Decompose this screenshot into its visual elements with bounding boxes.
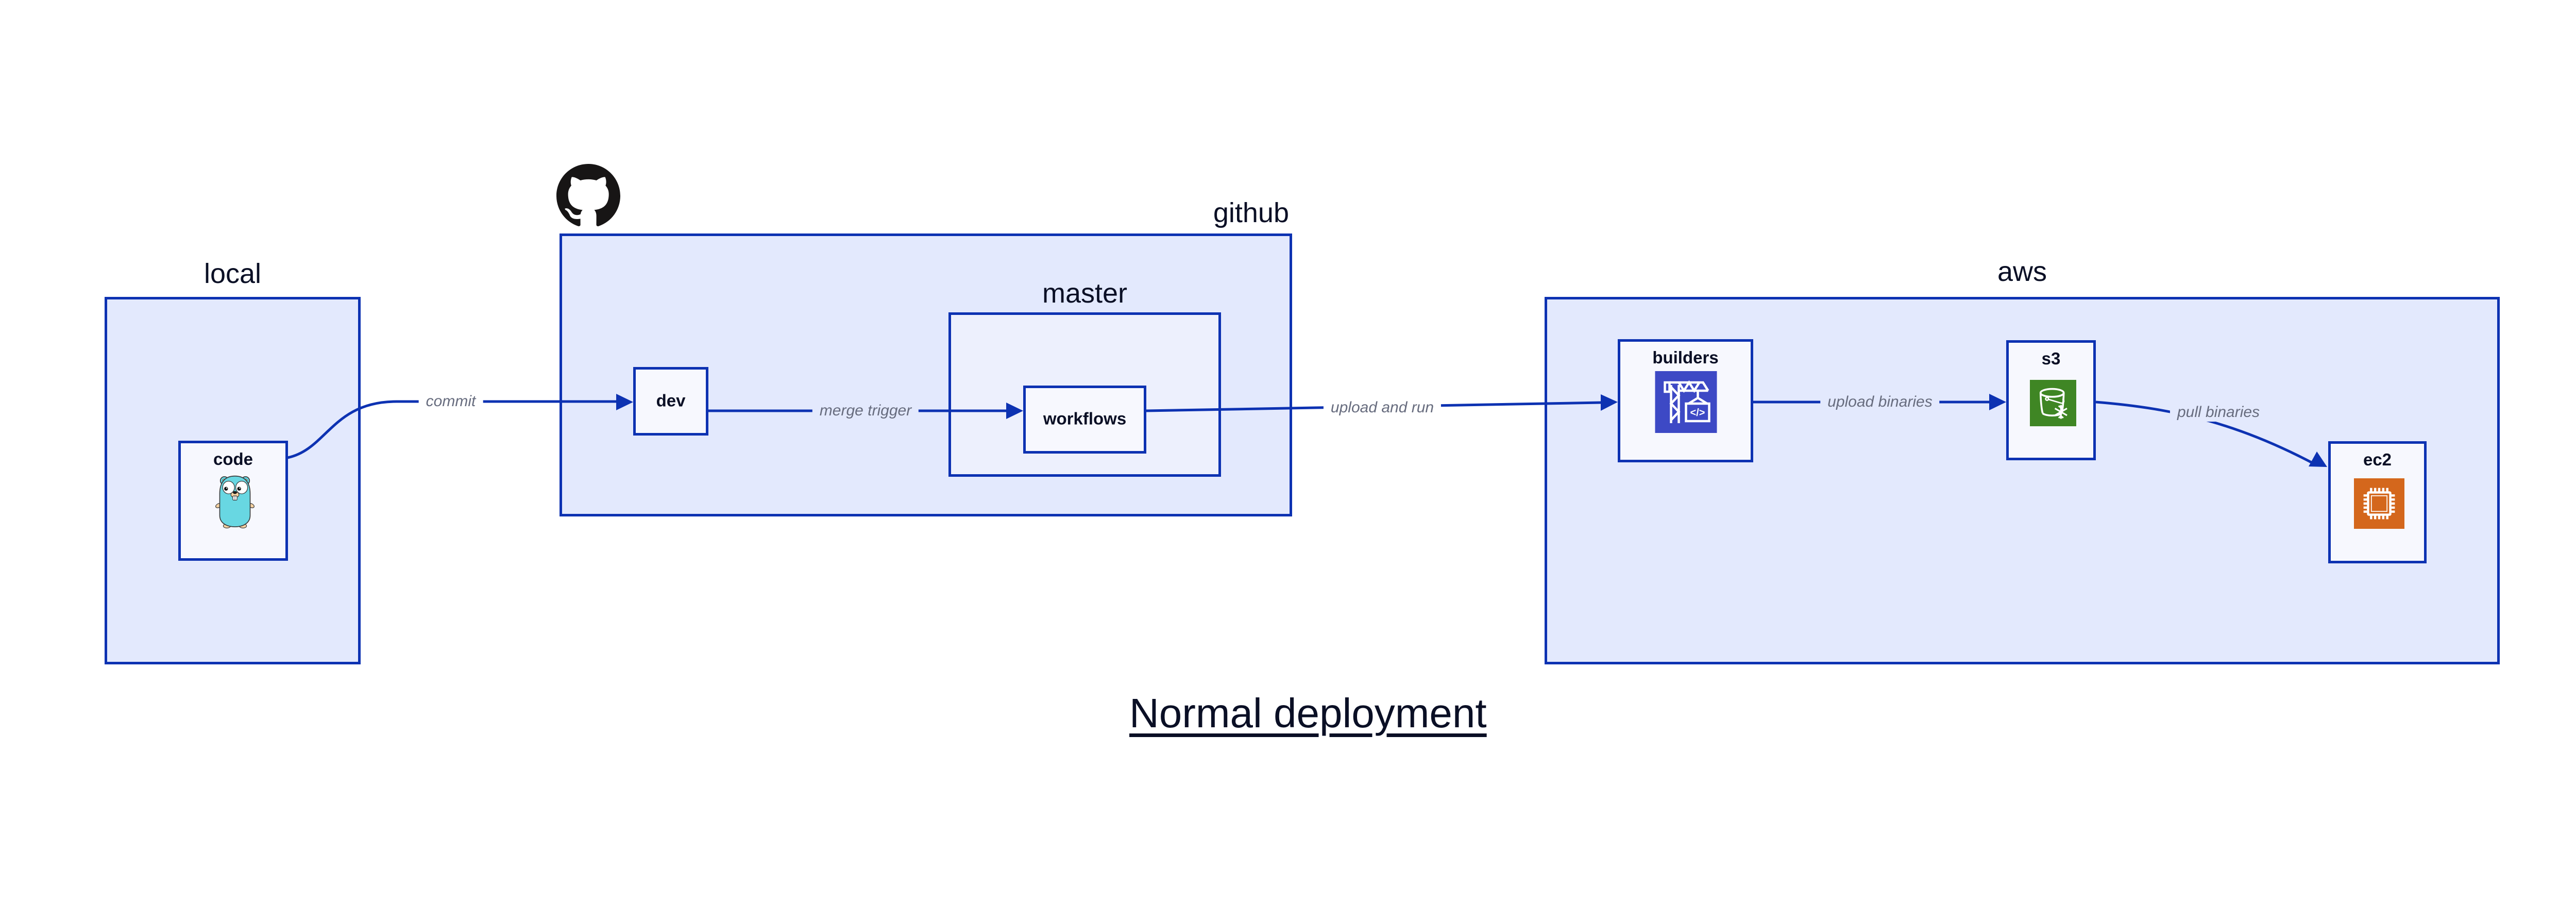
edge-label-merge-trigger: merge trigger (812, 402, 919, 420)
arrowhead-upload-binaries (1989, 394, 2006, 410)
edge-label-pull-binaries: pull binaries (2170, 403, 2267, 422)
code-node: code (178, 441, 288, 561)
edge-label-upload-and-run: upload and run (1323, 398, 1442, 417)
edge-label-upload-binaries: upload binaries (1820, 393, 1940, 411)
crane-code-glyph: </> (1690, 407, 1705, 419)
code-node-label: code (213, 449, 253, 469)
local-group-label: local (204, 258, 262, 289)
s3-node: s3 (2006, 340, 2096, 460)
go-gopher-icon (215, 475, 255, 529)
edge-label-commit: commit (418, 392, 483, 411)
ec2-chip-icon (2354, 478, 2404, 529)
arrowhead-pull-binaries (2309, 452, 2327, 467)
dev-node: dev (633, 367, 708, 436)
s3-bucket-icon (2030, 380, 2076, 426)
aws-group-label: aws (1997, 256, 2047, 287)
s3-node-label: s3 (2041, 349, 2061, 368)
master-group-label: master (1042, 278, 1128, 309)
builders-node: builders </> (1618, 339, 1753, 462)
dev-node-label: dev (656, 390, 686, 410)
ec2-node-label: ec2 (2363, 450, 2392, 469)
diagram-title: Normal deployment (1129, 690, 1487, 736)
arrowhead-upload-and-run (1601, 394, 1618, 411)
github-group-label: github (1213, 197, 1289, 228)
crane-build-icon: </> (1655, 371, 1717, 433)
edge-commit (287, 400, 617, 459)
github-octocat-icon (556, 164, 620, 226)
builders-node-label: builders (1652, 348, 1719, 367)
arrowhead-commit (616, 394, 633, 410)
arrowhead-merge-trigger (1006, 403, 1023, 419)
workflows-node-label: workflows (1043, 409, 1127, 428)
ec2-node: ec2 (2328, 441, 2427, 563)
workflows-node: workflows (1023, 386, 1146, 454)
